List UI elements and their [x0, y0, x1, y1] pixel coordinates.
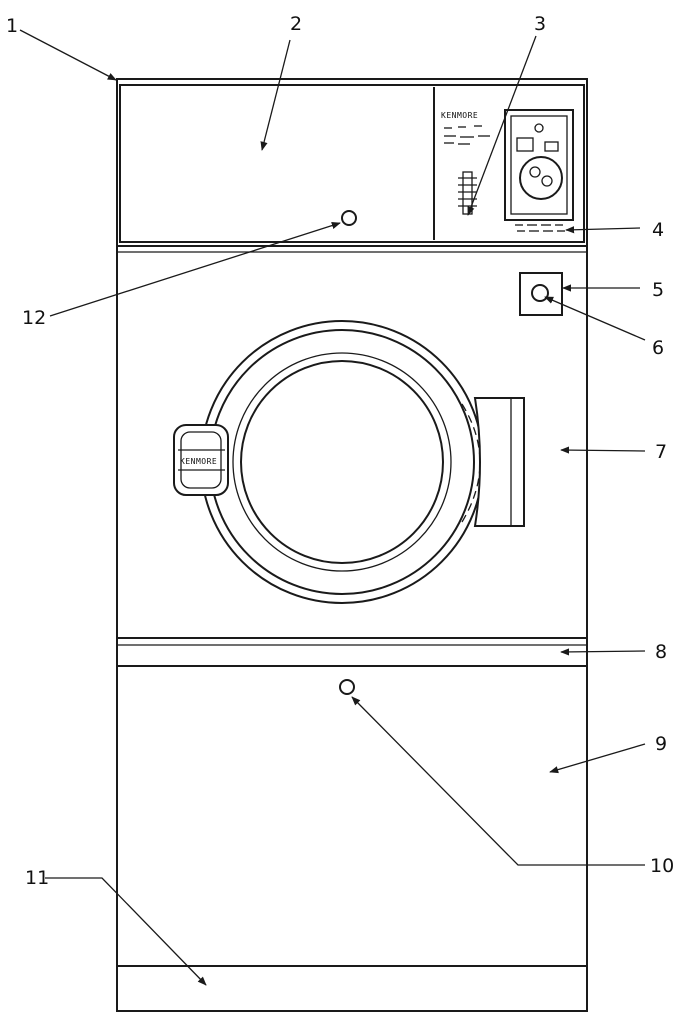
callout-1: 1 [6, 15, 18, 37]
start-button-icon [531, 284, 549, 302]
callout-2: 2 [290, 13, 302, 35]
loading-door [200, 320, 484, 604]
callout-6: 6 [652, 337, 664, 359]
panel-brand-label: KENMORE [441, 111, 478, 120]
leader-lines [19, 29, 646, 986]
callout-11: 11 [25, 867, 49, 889]
callout-12: 12 [22, 307, 46, 329]
callout-3: 3 [534, 13, 546, 35]
temperature-selector [458, 171, 477, 215]
coin-meter-box [504, 109, 574, 221]
callout-10: 10 [650, 855, 674, 877]
cabinet-outline [116, 78, 588, 1012]
start-button-plate [519, 272, 563, 316]
control-console [117, 84, 587, 253]
callout-5: 5 [652, 279, 664, 301]
callout-9: 9 [655, 733, 667, 755]
door-handle [173, 424, 229, 496]
console-lock-icon [341, 210, 357, 226]
callout-8: 8 [655, 641, 667, 663]
handle-brand-label: KENMORE [180, 457, 217, 466]
callout-4: 4 [652, 219, 664, 241]
callout-7: 7 [655, 441, 667, 463]
lower-panel-lock-icon [339, 679, 355, 695]
panel-instruction-marks [444, 125, 490, 145]
console-warning-marks [515, 224, 565, 232]
door-hinge [461, 397, 525, 527]
trim-strip [117, 637, 587, 667]
